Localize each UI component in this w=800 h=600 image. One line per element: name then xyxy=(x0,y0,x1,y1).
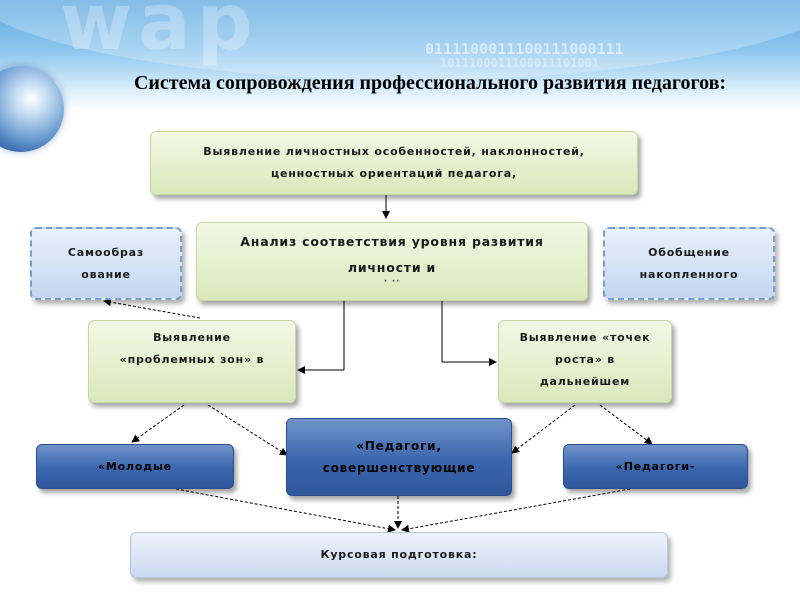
box-courses-text: Курсовая подготовка: xyxy=(320,548,478,561)
box-analysis-cut-text: · ·· xyxy=(383,277,401,287)
arrow-problem-to-young xyxy=(131,404,185,443)
box-analysis: Анализ соответствия уровня развития личн… xyxy=(196,222,588,301)
box-courses: Курсовая подготовка: xyxy=(130,532,668,578)
box-generalization-text: Обобщение накопленного xyxy=(639,245,739,281)
box-growth-points: Выявление «точек роста» в дальнейшем xyxy=(498,320,672,403)
box-generalization: Обобщение накопленного xyxy=(603,227,775,300)
box-identify-traits: Выявление личностных особенностей, накло… xyxy=(150,131,638,195)
box-teachers-text: «Педагоги- xyxy=(615,459,696,473)
binary-pattern-top: 0111100011100111000111 xyxy=(425,40,624,58)
box-young-teachers-text: «Молодые xyxy=(98,459,172,473)
arrow-growth-to-teachers xyxy=(599,404,653,445)
box-improving-teachers: «Педагоги, совершенствующие xyxy=(286,418,512,496)
box-self-education: Самообраз ование xyxy=(30,227,182,300)
box-problem-zones-text: Выявление «проблемных зон» в xyxy=(119,331,265,366)
box-young-teachers: «Молодые xyxy=(36,444,234,489)
header-watermark: wap xyxy=(60,0,259,68)
box-analysis-text: Анализ соответствия уровня развития личн… xyxy=(240,234,544,275)
binary-pattern-faint: 1011100011100011101001 xyxy=(440,56,599,70)
box-identify-traits-text: Выявление личностных особенностей, накло… xyxy=(203,145,585,180)
arrow-to-self-education xyxy=(103,298,201,319)
box-improving-teachers-text: «Педагоги, совершенствующие xyxy=(322,439,476,475)
box-self-education-text: Самообраз ование xyxy=(67,245,145,281)
slide-title: Система сопровождения профессионального … xyxy=(133,72,727,94)
box-teachers: «Педагоги- xyxy=(563,444,748,489)
box-growth-points-text: Выявление «точек роста» в дальнейшем xyxy=(519,331,651,388)
box-problem-zones: Выявление «проблемных зон» в xyxy=(88,320,296,403)
